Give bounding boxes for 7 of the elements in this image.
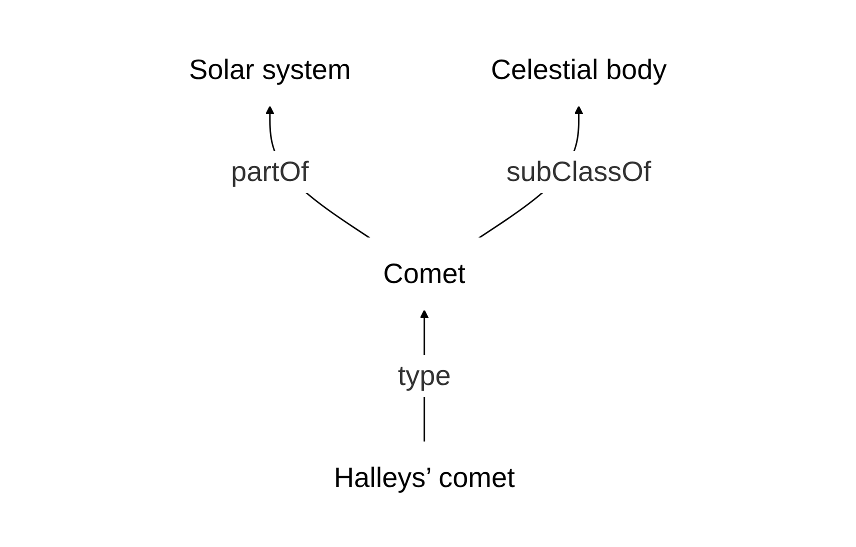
edge-label: subClassOf — [506, 156, 652, 186]
node-text: Halleys’ comet — [334, 462, 515, 492]
edge-label: type — [398, 360, 451, 390]
node-text: Celestial body — [490, 54, 667, 84]
node-text: Comet — [383, 258, 466, 288]
edge-label: partOf — [231, 156, 309, 186]
node-text: Solar system — [189, 54, 351, 84]
